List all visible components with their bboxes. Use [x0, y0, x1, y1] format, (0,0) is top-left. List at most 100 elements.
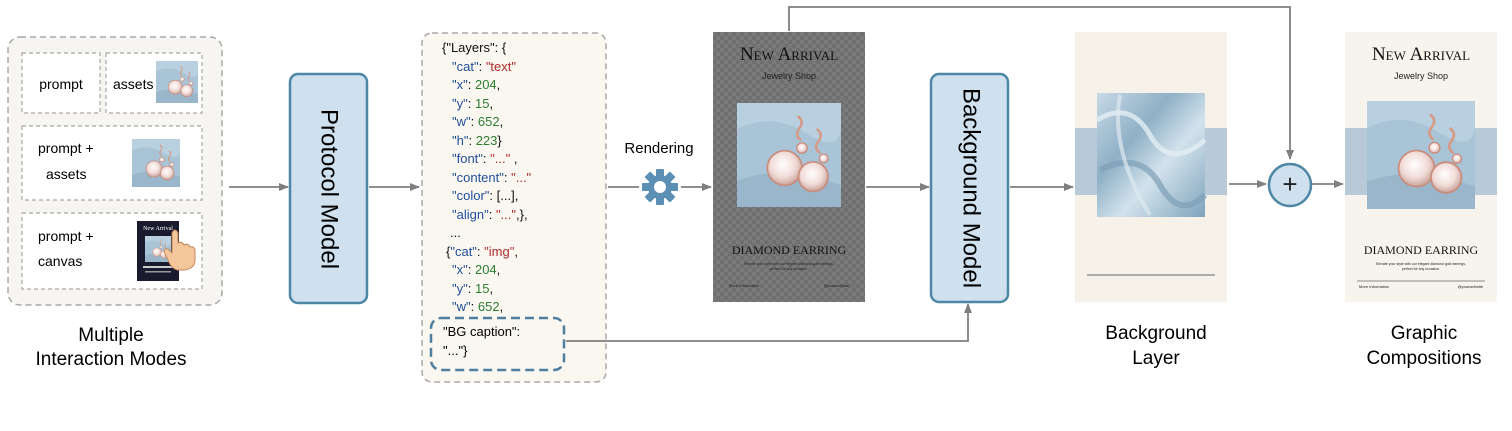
gear-icon: [639, 166, 681, 208]
json-line: "w": 652,: [452, 114, 503, 129]
json-token: "...": [511, 170, 531, 185]
interaction-caption-2: Interaction Modes: [35, 349, 186, 370]
final-desc-1: Elevate your style with our elegant diam…: [1376, 262, 1466, 266]
rendered-layers-poster: New Arrival Jewelry Shop DIAMOND EARRING…: [713, 32, 865, 302]
poster-product-name: DIAMOND EARRING: [732, 243, 847, 257]
prompt-only-label: prompt: [39, 76, 83, 92]
json-token: :: [468, 262, 475, 277]
json-token: "w": [452, 299, 471, 314]
json-token: "w": [452, 114, 471, 129]
prompt-canvas-label-2: canvas: [38, 253, 82, 269]
final-product-image: [1367, 99, 1475, 211]
bg-caption-box: [429, 316, 566, 372]
json-line: "x": 204,: [452, 77, 500, 92]
assets-thumbnail: [156, 61, 198, 103]
bg-caption-line-2: "..."}: [443, 343, 468, 358]
final-footer-left: More Information: [1359, 284, 1389, 289]
json-token: :: [468, 96, 475, 111]
svg-text:New Arrival: New Arrival: [143, 226, 173, 232]
graphic-composition-poster: New Arrival Jewelry Shop DIAMOND EARRING…: [1345, 32, 1497, 302]
json-token: "cat": [450, 244, 477, 259]
json-token: 204: [475, 262, 497, 277]
background-model-box: [929, 72, 1010, 304]
json-token: "y": [452, 96, 468, 111]
json-token: ,: [500, 114, 504, 129]
json-token: 204: [475, 77, 497, 92]
poster-product-image: [737, 101, 841, 209]
final-subtitle: Jewelry Shop: [1394, 71, 1448, 81]
background-layer-caption-1: Background: [1105, 323, 1206, 344]
assets-only-label: assets: [113, 76, 153, 92]
json-token: ,: [489, 281, 493, 296]
compose-plus-icon: +: [1267, 162, 1313, 208]
json-token: :: [504, 170, 511, 185]
json-token: :: [468, 281, 475, 296]
arrow-caption-to-background-model: [566, 303, 972, 342]
json-token: ,: [514, 244, 518, 259]
json-token: 15: [475, 281, 489, 296]
json-token: :: [489, 207, 496, 222]
json-token: 223: [476, 133, 498, 148]
json-token: {"Layers": {: [442, 40, 507, 55]
json-token: :: [471, 114, 478, 129]
bg-caption-line-1: "BG caption":: [443, 324, 520, 339]
prompt-only-option[interactable]: [21, 52, 101, 114]
background-layer-image: [1075, 32, 1227, 302]
prompt-assets-thumbnail: [132, 138, 180, 188]
json-token: "y": [452, 281, 468, 296]
composition-caption-1: Graphic: [1391, 323, 1458, 344]
json-line: "font": "..." ,: [452, 151, 517, 166]
json-line: ...: [450, 225, 461, 240]
json-token: ,: [500, 299, 504, 314]
json-line: "content": "...": [452, 170, 532, 185]
poster-title: New Arrival: [740, 44, 838, 65]
json-token: "font": [452, 151, 483, 166]
json-token: :: [477, 244, 484, 259]
composition-caption-2: Compositions: [1366, 348, 1481, 369]
json-token: "text": [486, 59, 517, 74]
json-token: "x": [452, 262, 468, 277]
json-line: "w": 652,: [452, 299, 503, 314]
json-token: :: [479, 59, 486, 74]
json-token: "cat": [452, 59, 479, 74]
poster-footer-right: @yourwebsite: [824, 283, 850, 288]
json-token: 652: [478, 299, 500, 314]
json-line: "cat": "text": [452, 59, 516, 74]
poster-subtitle: Jewelry Shop: [762, 71, 816, 81]
prompt-assets-label-2: assets: [46, 166, 86, 182]
json-token: ,: [497, 262, 501, 277]
json-token: "h": [452, 133, 469, 148]
prompt-canvas-label-1: prompt +: [38, 228, 94, 244]
final-product-name: DIAMOND EARRING: [1364, 243, 1479, 257]
json-line: "y": 15,: [452, 96, 493, 111]
svg-text:+: +: [1282, 169, 1297, 199]
json-token: }: [497, 133, 502, 148]
prompt-assets-label-1: prompt +: [38, 140, 94, 156]
poster-footer-left: More Information: [729, 283, 759, 288]
json-token: ,: [510, 151, 517, 166]
json-token: :: [471, 299, 478, 314]
json-token: 15: [475, 96, 489, 111]
hand-pointer-icon: [163, 229, 196, 271]
protocol-model-box: [288, 72, 369, 305]
interaction-caption-1: Multiple: [78, 325, 143, 346]
json-token: "color": [452, 188, 490, 203]
json-line: "h": 223}: [452, 133, 502, 148]
json-line: "color": [...],: [452, 188, 518, 203]
json-line: {"Layers": {: [442, 40, 507, 55]
json-line: "x": 204,: [452, 262, 500, 277]
json-token: "content": [452, 170, 504, 185]
arrow-layers-to-compose: [788, 6, 1294, 160]
rendering-label: Rendering: [624, 140, 693, 157]
json-token: "img": [484, 244, 515, 259]
final-desc-2: perfect for any occasion.: [1402, 267, 1440, 271]
protocol-model-label: Protocol Model: [316, 109, 343, 269]
final-footer-right: @yourwebsite: [1458, 284, 1484, 289]
json-token: ...: [450, 225, 461, 240]
json-token: "...": [490, 151, 510, 166]
background-model-label: Background Model: [958, 88, 985, 288]
json-token: : [...],: [489, 188, 518, 203]
final-title: New Arrival: [1372, 44, 1470, 65]
json-token: :: [483, 151, 490, 166]
